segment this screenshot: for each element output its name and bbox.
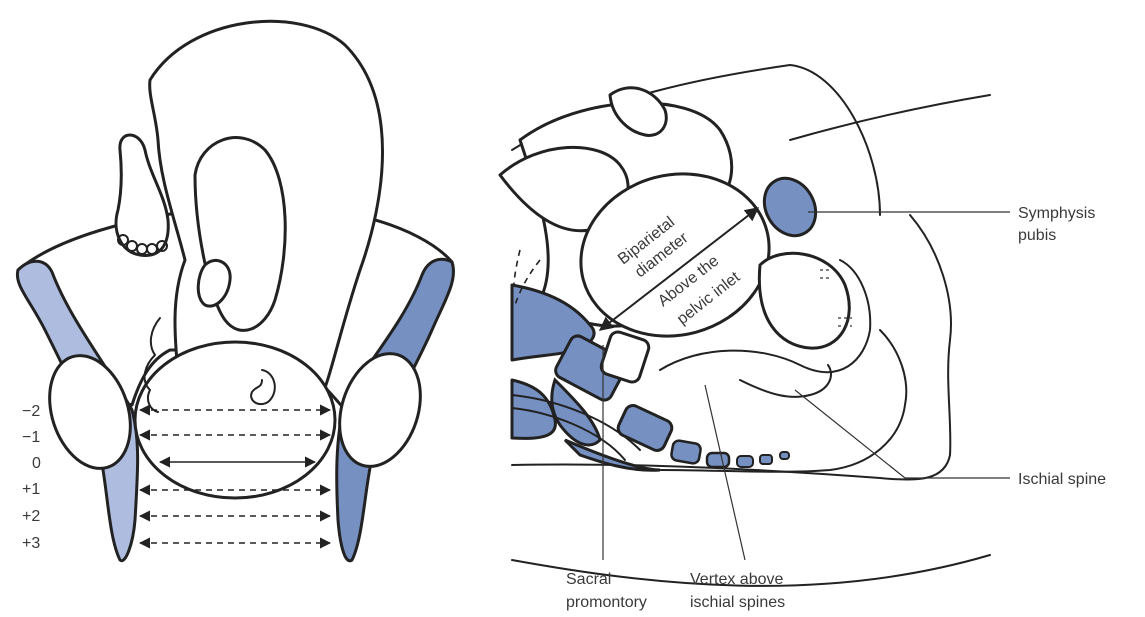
station-label: +2 <box>22 508 40 525</box>
fetal-head <box>135 342 335 498</box>
station-label: +1 <box>22 481 40 498</box>
ischial-region <box>740 365 831 397</box>
vertex-leader <box>705 385 745 560</box>
pubis-label: pubis <box>1018 227 1056 244</box>
vertex-label: Vertex above <box>690 571 784 588</box>
pubic-ramus <box>759 253 849 348</box>
sagittal-view-illustration: Biparietal diameter Above the pelvic inl… <box>500 65 1106 611</box>
anterior-wall <box>790 95 990 140</box>
promontory-label: promontory <box>566 594 647 611</box>
ischial-spine-label: Ischial spine <box>1018 471 1106 488</box>
station-label: −2 <box>22 403 40 420</box>
symphysis-label: Symphysis <box>1018 205 1095 222</box>
ischial-spines-label: ischial spines <box>690 594 785 611</box>
ischial-spine-leader <box>795 390 1010 478</box>
station-label: −1 <box>22 429 40 446</box>
sacral-label: Sacral <box>566 571 611 588</box>
frontal-view-illustration: −2 −1 0 +1 +2 +3 <box>17 21 453 560</box>
station-label: +3 <box>22 535 40 552</box>
station-label: 0 <box>32 455 41 472</box>
